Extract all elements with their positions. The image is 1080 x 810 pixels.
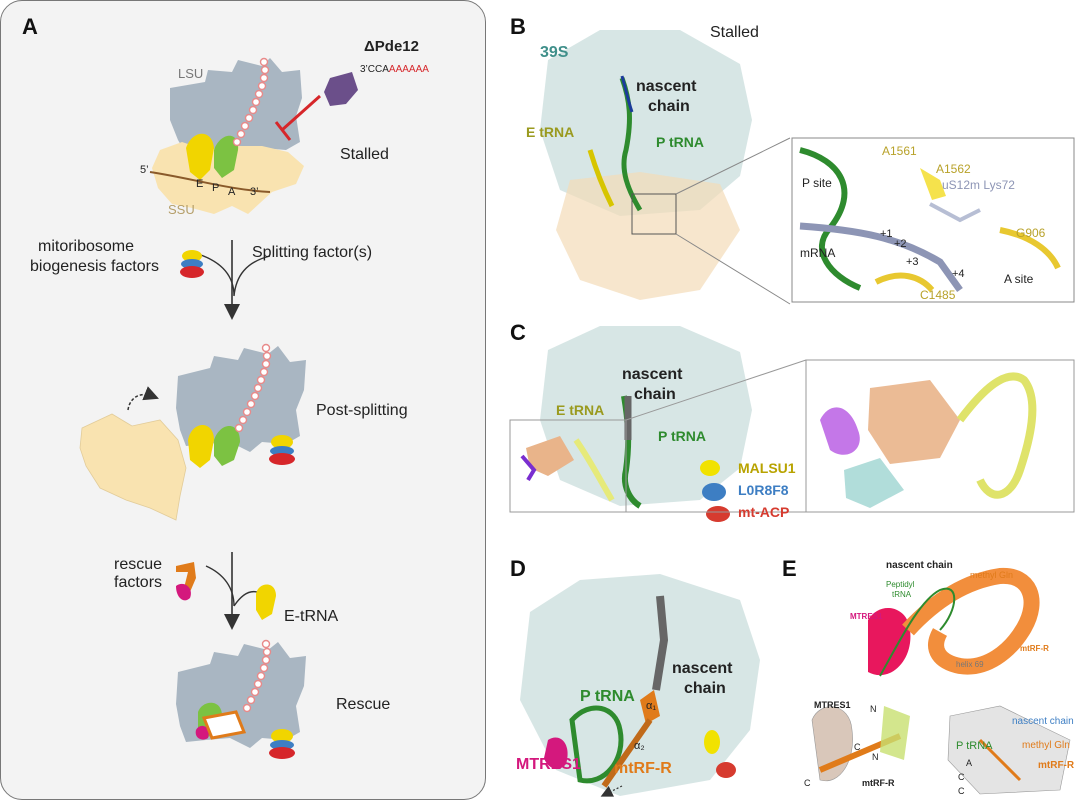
zoom-c1485-label: C1485 bbox=[920, 288, 955, 302]
zoom-a1561-label: A1561 bbox=[882, 144, 917, 158]
e-helix-label: helix 69 bbox=[956, 660, 984, 669]
c-nascent-label-1: nascent bbox=[622, 366, 682, 384]
zoom-asite-label: A site bbox=[1004, 272, 1033, 286]
br-ptrna-label: P tRNA bbox=[956, 740, 992, 752]
rescue-curve bbox=[206, 566, 262, 606]
biogenesis-label-1: mitoribosome bbox=[38, 238, 134, 256]
bl-mtrfr-label: mtRF-R bbox=[862, 778, 895, 788]
panel-e-structures bbox=[812, 576, 1070, 794]
d-mtres1-label: MTRES1 bbox=[516, 756, 581, 774]
subunit-39s-label: 39S bbox=[540, 44, 568, 62]
rescue-state-label: Rescue bbox=[336, 696, 390, 714]
br-nascent-label: nascent chain bbox=[1012, 716, 1074, 727]
b-nascent-label-2: chain bbox=[648, 98, 690, 116]
zoom-p3-label: +3 bbox=[906, 256, 919, 268]
e-methyl-label: methyl Gln bbox=[970, 570, 1013, 580]
site-a-label: A bbox=[228, 186, 235, 198]
ssu-label: SSU bbox=[168, 202, 195, 217]
d-mtrfr-label: mtRF-R bbox=[614, 760, 672, 778]
splitting-factor-label: Splitting factor(s) bbox=[252, 244, 372, 262]
mrna-prefix: 3’CCA bbox=[360, 64, 389, 75]
b-nascent-label-1: nascent bbox=[636, 78, 696, 96]
panel-e-label: E bbox=[782, 556, 797, 582]
biogenesis-label-2: biogenesis factors bbox=[30, 258, 159, 276]
e-mtres1-label: MTRES1 bbox=[850, 612, 882, 621]
site-e-label: E bbox=[196, 178, 203, 190]
c-nascent-label-2: chain bbox=[634, 386, 676, 404]
zoom-psite-label: P site bbox=[802, 176, 832, 190]
three-prime-label: 3’ bbox=[250, 186, 259, 198]
zoom-mrna-label: mRNA bbox=[800, 246, 835, 260]
c-etrna-label: E tRNA bbox=[556, 402, 604, 418]
detached-ssu bbox=[80, 414, 186, 520]
panel-b-ribosome bbox=[540, 30, 790, 304]
pde12-label: ΔPde12 bbox=[364, 38, 419, 55]
post-splitting-lsu bbox=[176, 346, 306, 468]
d-nascent-label-1: nascent bbox=[672, 660, 732, 678]
e-peptidyl-label-2: tRNA bbox=[892, 590, 911, 599]
zoom-p4-label: +4 bbox=[952, 268, 965, 280]
mrna-tail-label: 3’CCAAAAAAA bbox=[360, 64, 429, 75]
zoom-g906-label: G906 bbox=[1016, 226, 1045, 240]
bl-n2-label: N bbox=[872, 752, 879, 762]
biogenesis-factor-icon bbox=[180, 250, 204, 278]
post-splitting-state-label: Post-splitting bbox=[316, 402, 408, 420]
etrna-free bbox=[256, 585, 276, 621]
panel-b-label: B bbox=[510, 14, 526, 40]
mtacp-label: mt-ACP bbox=[738, 504, 789, 520]
stalled-ribosome bbox=[150, 58, 304, 214]
e-peptidyl-label-1: Peptidyl bbox=[886, 580, 914, 589]
br-c2-label: C bbox=[958, 786, 965, 796]
bl-mtres1-label: MTRES1 bbox=[814, 700, 851, 710]
d-nascent-label-2: chain bbox=[684, 680, 726, 698]
b-ptrna-label: P tRNA bbox=[656, 134, 704, 150]
stalled-state-label: Stalled bbox=[340, 146, 389, 164]
rotation-arrow bbox=[128, 395, 152, 410]
five-prime-label: 5’ bbox=[140, 164, 149, 176]
malsu1-label: MALSU1 bbox=[738, 460, 796, 476]
l0r8f8-label: L0R8F8 bbox=[738, 482, 789, 498]
e-nascent-label: nascent chain bbox=[886, 560, 953, 571]
panel-b-title: Stalled bbox=[710, 24, 759, 42]
br-c1-label: C bbox=[958, 772, 965, 782]
rescue-ribosome bbox=[176, 642, 306, 759]
zoom-p2-label: +2 bbox=[894, 238, 907, 250]
e-mtrfr-label: mtRF-R bbox=[1020, 644, 1049, 653]
d-ptrna-label: P tRNA bbox=[580, 688, 635, 706]
etrna-label: E-tRNA bbox=[284, 608, 338, 626]
rescue-factors-label-1: rescue bbox=[114, 556, 162, 574]
panel-c-label: C bbox=[510, 320, 526, 346]
site-p-label: P bbox=[212, 182, 219, 194]
bl-c-label: C bbox=[854, 742, 861, 752]
lsu-label: LSU bbox=[178, 66, 203, 81]
zoom-p1-label: +1 bbox=[880, 228, 893, 240]
alpha2-label: α₂ bbox=[634, 740, 645, 752]
panel-a-label: A bbox=[22, 14, 38, 40]
zoom-us12m-label: uS12m Lys72 bbox=[942, 178, 1015, 192]
alpha1-label: α₁ bbox=[646, 700, 656, 712]
pde12-shape bbox=[324, 72, 358, 106]
polya-text: AAAAAA bbox=[389, 64, 429, 75]
bl-n-label: N bbox=[870, 704, 877, 714]
b-etrna-label: E tRNA bbox=[526, 124, 574, 140]
br-methyl-label: methyl Gln bbox=[1022, 740, 1070, 751]
c-ptrna-label: P tRNA bbox=[658, 428, 706, 444]
br-mtrfr-label: mtRF-R bbox=[1038, 760, 1074, 771]
br-a-label: A bbox=[966, 758, 972, 768]
bl-c2-label: C bbox=[804, 778, 811, 788]
zoom-a1562-label: A1562 bbox=[936, 162, 971, 176]
rescue-factors-label-2: factors bbox=[114, 574, 162, 592]
panel-d-label: D bbox=[510, 556, 526, 582]
